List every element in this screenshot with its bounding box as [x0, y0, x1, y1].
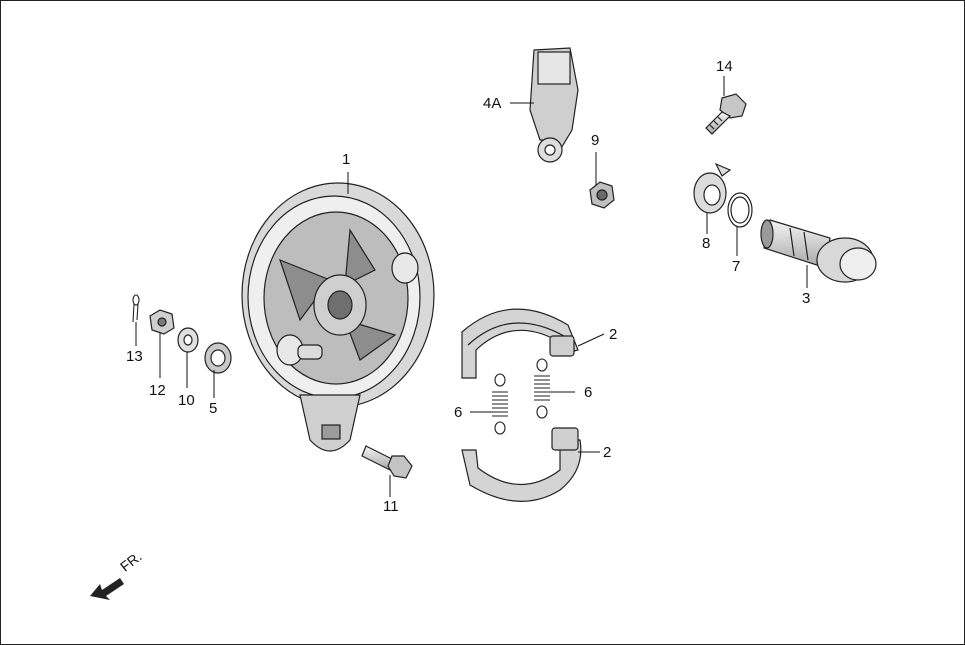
front-arrow-icon: [90, 578, 124, 600]
callout-11: 11: [383, 498, 399, 515]
callout-4a: 4A: [483, 95, 502, 112]
brake-arm-part-4a: [529, 47, 579, 163]
washer-plate-part-8: [693, 162, 732, 214]
callout-13: 13: [126, 348, 143, 365]
bolt-part-14: [705, 93, 747, 135]
callout-14: 14: [716, 58, 733, 75]
brake-shoe-lower-part-2: [461, 427, 582, 502]
bolt-part-11: [361, 445, 413, 479]
cotter-pin-part-13: [132, 294, 140, 323]
bearing-part-5: [204, 342, 232, 374]
callout-2-lower: 2: [603, 444, 612, 461]
nut-part-12: [149, 309, 175, 335]
leader-lines: [135, 76, 808, 497]
callout-3: 3: [802, 290, 811, 307]
return-spring-right-part-6: [534, 358, 550, 419]
washer-part-10: [177, 327, 199, 353]
callout-2-upper: 2: [609, 326, 618, 343]
callout-7: 7: [732, 258, 741, 275]
callout-6-right: 6: [584, 384, 593, 401]
callout-8: 8: [702, 235, 711, 252]
callout-10: 10: [178, 392, 195, 409]
brake-shoe-upper-part-2: [461, 308, 579, 379]
o-ring-part-7: [727, 192, 753, 228]
brake-cam-part-3: [760, 219, 877, 283]
callout-5: 5: [209, 400, 218, 417]
return-spring-left-part-6: [492, 373, 508, 435]
nut-part-9: [589, 181, 615, 209]
callout-1: 1: [342, 151, 351, 168]
callout-6-left: 6: [454, 404, 463, 421]
brake-panel-part-1: [241, 182, 435, 452]
callout-12: 12: [149, 382, 166, 399]
callout-9: 9: [591, 132, 600, 149]
